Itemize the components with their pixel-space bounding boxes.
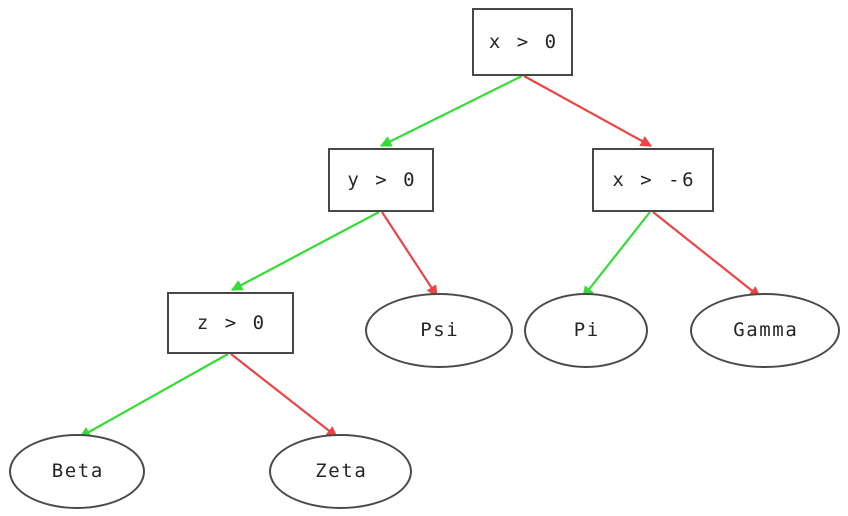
node-y_gt_0[interactable]: y > 0 bbox=[328, 148, 434, 212]
node-label-root: x > 0 bbox=[488, 30, 559, 53]
node-z_gt_0[interactable]: z > 0 bbox=[167, 292, 294, 354]
node-label-y_gt_0: y > 0 bbox=[347, 168, 418, 191]
edge-root-to-y_gt_0 bbox=[379, 75, 523, 147]
node-gamma[interactable]: Gamma bbox=[690, 293, 840, 368]
node-label-x_gt_m6: x > -6 bbox=[612, 168, 697, 191]
node-psi[interactable]: Psi bbox=[365, 293, 513, 368]
node-pi[interactable]: Pi bbox=[524, 293, 648, 368]
node-label-zeta: Zeta bbox=[315, 460, 368, 482]
node-root[interactable]: x > 0 bbox=[472, 8, 573, 76]
node-zeta[interactable]: Zeta bbox=[269, 434, 412, 509]
edge-z_gt_0-to-beta bbox=[79, 353, 229, 438]
edge-x_gt_m6-to-gamma bbox=[652, 211, 761, 298]
node-label-gamma: Gamma bbox=[733, 319, 799, 341]
node-beta[interactable]: Beta bbox=[9, 434, 145, 509]
node-label-z_gt_0: z > 0 bbox=[196, 311, 267, 334]
edge-y_gt_0-to-z_gt_0 bbox=[230, 211, 380, 291]
edge-x_gt_m6-to-pi bbox=[582, 211, 651, 298]
node-label-pi: Pi bbox=[573, 319, 600, 341]
edge-y_gt_0-to-psi bbox=[381, 211, 438, 297]
node-label-psi: Psi bbox=[420, 319, 460, 341]
node-label-beta: Beta bbox=[51, 460, 104, 482]
edge-root-to-x_gt_m6 bbox=[523, 75, 653, 147]
edge-z_gt_0-to-zeta bbox=[230, 353, 338, 438]
node-x_gt_m6[interactable]: x > -6 bbox=[592, 148, 714, 212]
